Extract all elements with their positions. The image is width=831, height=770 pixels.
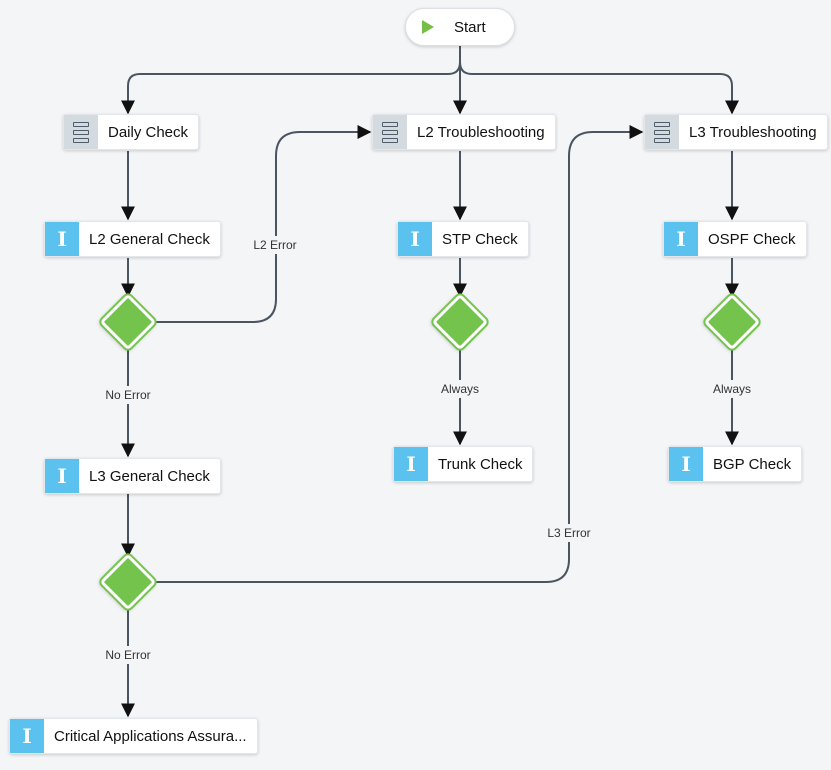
group-icon bbox=[645, 115, 679, 149]
task-icon: I bbox=[398, 222, 432, 256]
edge-label-l3-error: L3 Error bbox=[544, 524, 594, 542]
node-label: L2 General Check bbox=[89, 230, 210, 248]
node-bgp-check[interactable]: I BGP Check bbox=[668, 446, 803, 482]
node-trunk-check[interactable]: I Trunk Check bbox=[393, 446, 534, 482]
node-l3-general-check[interactable]: I L3 General Check bbox=[44, 458, 221, 494]
node-label: L2 Troubleshooting bbox=[417, 123, 545, 141]
edge-start-l3ts bbox=[459, 46, 739, 115]
node-label: BGP Check bbox=[713, 455, 792, 473]
task-icon: I bbox=[669, 447, 703, 481]
edge-label-no-error: No Error bbox=[102, 386, 154, 404]
node-l2-general-check[interactable]: I L2 General Check bbox=[44, 221, 221, 257]
node-critical-apps[interactable]: I Critical Applications Assura... bbox=[9, 718, 258, 754]
edge-l3-error bbox=[153, 125, 644, 583]
task-icon: I bbox=[45, 222, 79, 256]
start-label: Start bbox=[454, 18, 486, 36]
edge-label-always: Always bbox=[437, 380, 483, 398]
node-daily-check[interactable]: Daily Check bbox=[63, 114, 200, 150]
node-label: OSPF Check bbox=[708, 230, 796, 248]
node-l3-troubleshooting[interactable]: L3 Troubleshooting bbox=[644, 114, 828, 150]
task-icon: I bbox=[394, 447, 428, 481]
node-label: Critical Applications Assura... bbox=[54, 727, 247, 745]
group-icon bbox=[373, 115, 407, 149]
node-label: L3 Troubleshooting bbox=[689, 123, 817, 141]
task-icon: I bbox=[10, 719, 44, 753]
edge-start-daily bbox=[121, 46, 461, 115]
node-label: L3 General Check bbox=[89, 467, 210, 485]
play-icon bbox=[422, 20, 434, 34]
task-icon: I bbox=[45, 459, 79, 493]
edge-label-always: Always bbox=[709, 380, 755, 398]
node-label: Daily Check bbox=[108, 123, 189, 141]
task-icon: I bbox=[664, 222, 698, 256]
node-stp-check[interactable]: I STP Check bbox=[397, 221, 529, 257]
edge-label-l2-error: L2 Error bbox=[250, 236, 300, 254]
node-label: STP Check bbox=[442, 230, 518, 248]
node-label: Trunk Check bbox=[438, 455, 523, 473]
group-icon bbox=[64, 115, 98, 149]
edge-l2-error bbox=[153, 125, 372, 323]
edge-label-no-error: No Error bbox=[102, 646, 154, 664]
node-l2-troubleshooting[interactable]: L2 Troubleshooting bbox=[372, 114, 556, 150]
start-node[interactable]: Start bbox=[405, 8, 515, 46]
node-ospf-check[interactable]: I OSPF Check bbox=[663, 221, 807, 257]
